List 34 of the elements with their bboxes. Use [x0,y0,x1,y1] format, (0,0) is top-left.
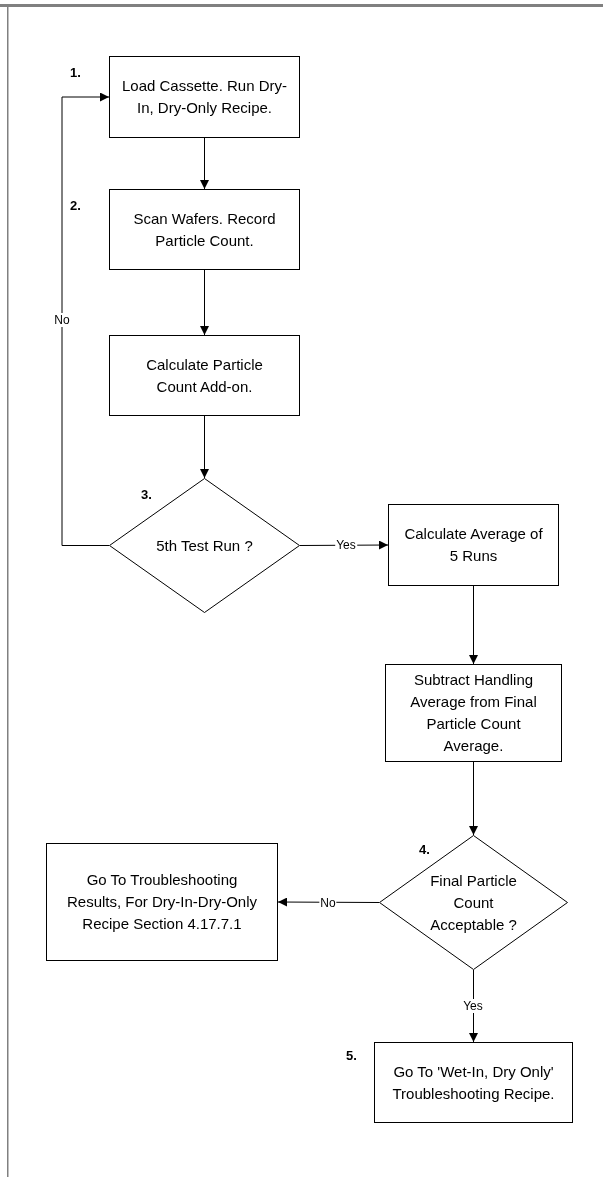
step-text: Go To 'Wet-In, Dry Only' Troubleshooting Recipe. [391,1061,556,1104]
arrow [200,415,209,479]
decision-diamond [379,835,568,970]
step-number: 2. [70,198,81,213]
arrow [469,761,478,836]
edge-label: No [53,313,71,327]
edge-label: Yes [462,999,484,1013]
process-box [388,504,559,586]
step-text: Final Particle Count Acceptable ? [429,870,518,935]
step-number: 1. [70,65,81,80]
arrow [200,137,209,190]
arrow [469,585,478,665]
arrow [61,92,110,546]
process-box [46,843,278,961]
step-number: 3. [141,487,152,502]
step-text: 5th Test Run ? [155,535,254,556]
step-number: 4. [419,842,430,857]
process-box [109,189,300,270]
step-text: Calculate Particle Count Add-on. [145,354,264,397]
edge-label: Yes [335,538,357,552]
step-text: Calculate Average of 5 Runs [403,524,544,566]
arrow [200,269,209,336]
process-box [385,664,562,762]
process-box [109,56,300,138]
process-box [109,335,300,416]
step-text: Subtract Handling Average from Final Particle Count Average. [409,670,538,756]
decision-diamond [109,478,300,613]
step-text: Go To Troubleshooting Results, For Dry-In-Dry-Only Recipe Section 4.17.7.1 [66,870,258,934]
edge-label: No [319,896,337,910]
step-text: Scan Wafers. Record Particle Count. [132,208,277,251]
step-text: Load Cassette. Run Dry-In, Dry-Only Recipe. [120,76,289,118]
process-box [374,1042,573,1123]
step-number: 5. [346,1048,357,1063]
arrow [277,897,380,907]
